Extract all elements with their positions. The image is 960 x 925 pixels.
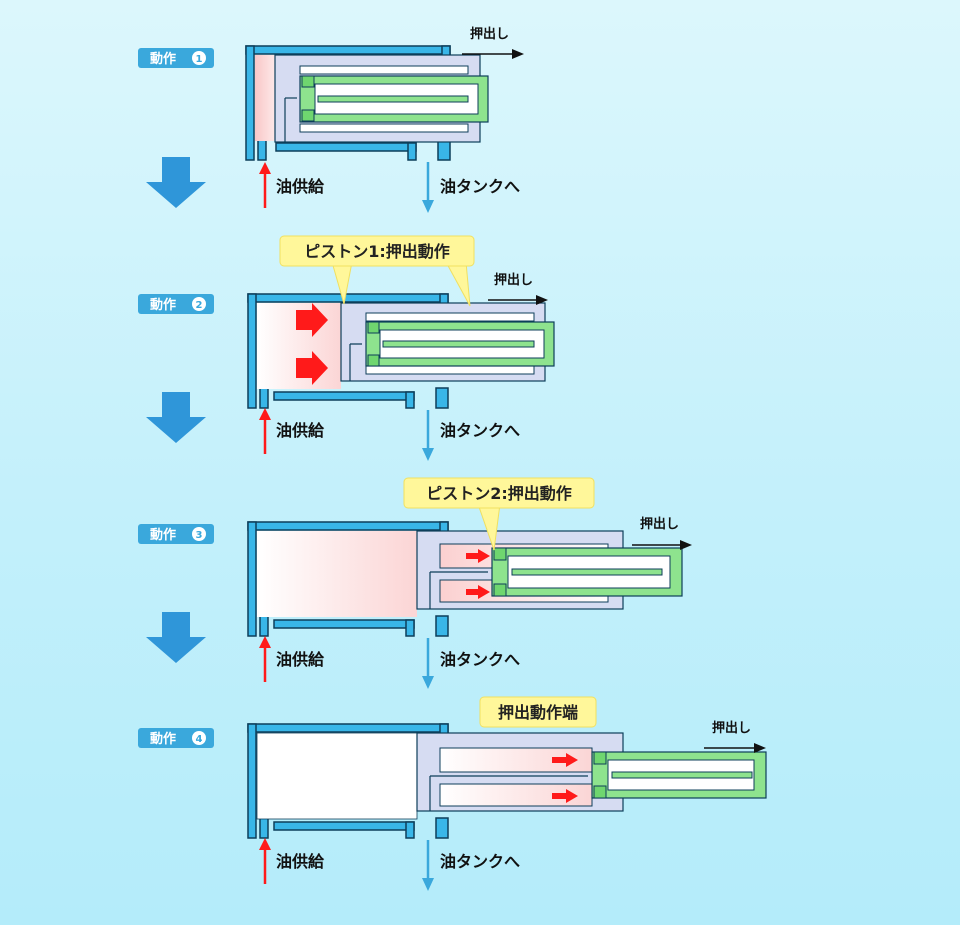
step-3: 動作 3 ピストン2:押出動: [138, 477, 692, 689]
supply-label: 油供給: [276, 421, 325, 440]
step-number: 4: [196, 734, 203, 745]
down-arrow-icon: [422, 448, 434, 461]
step-badge: 動作 1: [138, 48, 214, 68]
push-indicator: 押出し: [632, 516, 692, 550]
up-arrow-icon: [259, 408, 271, 420]
tank-label: 油タンクへ: [440, 177, 520, 196]
step-badge-label: 動作: [150, 731, 176, 747]
oil-return: 油タンクへ: [422, 162, 520, 213]
right-arrow-icon: [552, 753, 578, 767]
down-arrow-icon: [146, 612, 206, 663]
right-arrow-icon: [512, 49, 524, 59]
right-arrow-icon: [466, 585, 490, 599]
down-arrow-icon: [422, 200, 434, 213]
up-arrow-icon: [259, 162, 271, 174]
down-arrow-icon: [422, 878, 434, 891]
oil-supply: 油供給: [259, 408, 325, 454]
oil-supply: 油供給: [259, 162, 325, 208]
push-label: 押出し: [470, 26, 509, 42]
right-arrow-icon: [536, 295, 548, 305]
tank-label: 油タンクへ: [440, 421, 520, 440]
callout-label: 押出動作端: [498, 703, 578, 722]
push-label: 押出し: [494, 272, 533, 288]
cylinder: [247, 521, 683, 637]
step-1: 動作 1: [138, 26, 524, 213]
oil-return: 油タンクへ: [422, 638, 520, 689]
oil-supply: 油供給: [259, 636, 325, 682]
step-number: 2: [196, 300, 203, 311]
up-arrow-icon: [259, 636, 271, 648]
push-label: 押出し: [712, 720, 751, 736]
right-arrow-icon: [552, 789, 578, 803]
down-arrow-icon: [146, 157, 206, 208]
step-badge-label: 動作: [150, 51, 176, 67]
push-indicator: 押出し: [488, 272, 548, 305]
callout-label: ピストン1:押出動作: [304, 242, 450, 261]
cylinder: [245, 45, 489, 161]
supply-label: 油供給: [276, 852, 325, 871]
step-badge-label: 動作: [150, 527, 176, 543]
right-arrow-icon: [754, 743, 766, 753]
step-badge: 動作 4: [138, 728, 214, 748]
supply-label: 油供給: [276, 650, 325, 669]
right-arrow-icon: [296, 303, 328, 337]
down-arrow-icon: [422, 676, 434, 689]
callout-label: ピストン2:押出動作: [426, 484, 572, 503]
right-arrow-icon: [680, 540, 692, 550]
oil-supply: 油供給: [259, 838, 325, 884]
right-arrow-icon: [296, 351, 328, 385]
push-label: 押出し: [640, 516, 679, 532]
push-indicator: 押出し: [462, 26, 524, 59]
step-badge-label: 動作: [150, 297, 176, 313]
callout: ピストン1:押出動作: [279, 235, 475, 307]
right-arrow-icon: [466, 549, 490, 563]
supply-label: 油供給: [276, 177, 325, 196]
step-4: 動作 4 押出動作端: [138, 696, 767, 891]
cylinder: [247, 293, 555, 409]
oil-return: 油タンクへ: [422, 840, 520, 891]
tank-label: 油タンクへ: [440, 852, 520, 871]
step-number: 3: [196, 530, 203, 541]
step-number: 1: [196, 54, 203, 65]
step-badge: 動作 3: [138, 524, 214, 544]
down-arrow-icon: [146, 392, 206, 443]
callout: 押出動作端: [479, 696, 597, 728]
up-arrow-icon: [259, 838, 271, 850]
step-badge: 動作 2: [138, 294, 214, 314]
push-indicator: 押出し: [704, 720, 766, 753]
tank-label: 油タンクへ: [440, 650, 520, 669]
oil-return: 油タンクへ: [422, 410, 520, 461]
callout: ピストン2:押出動作: [403, 477, 595, 551]
cylinder: [247, 723, 767, 839]
step-2: 動作 2 ピス: [138, 235, 555, 461]
